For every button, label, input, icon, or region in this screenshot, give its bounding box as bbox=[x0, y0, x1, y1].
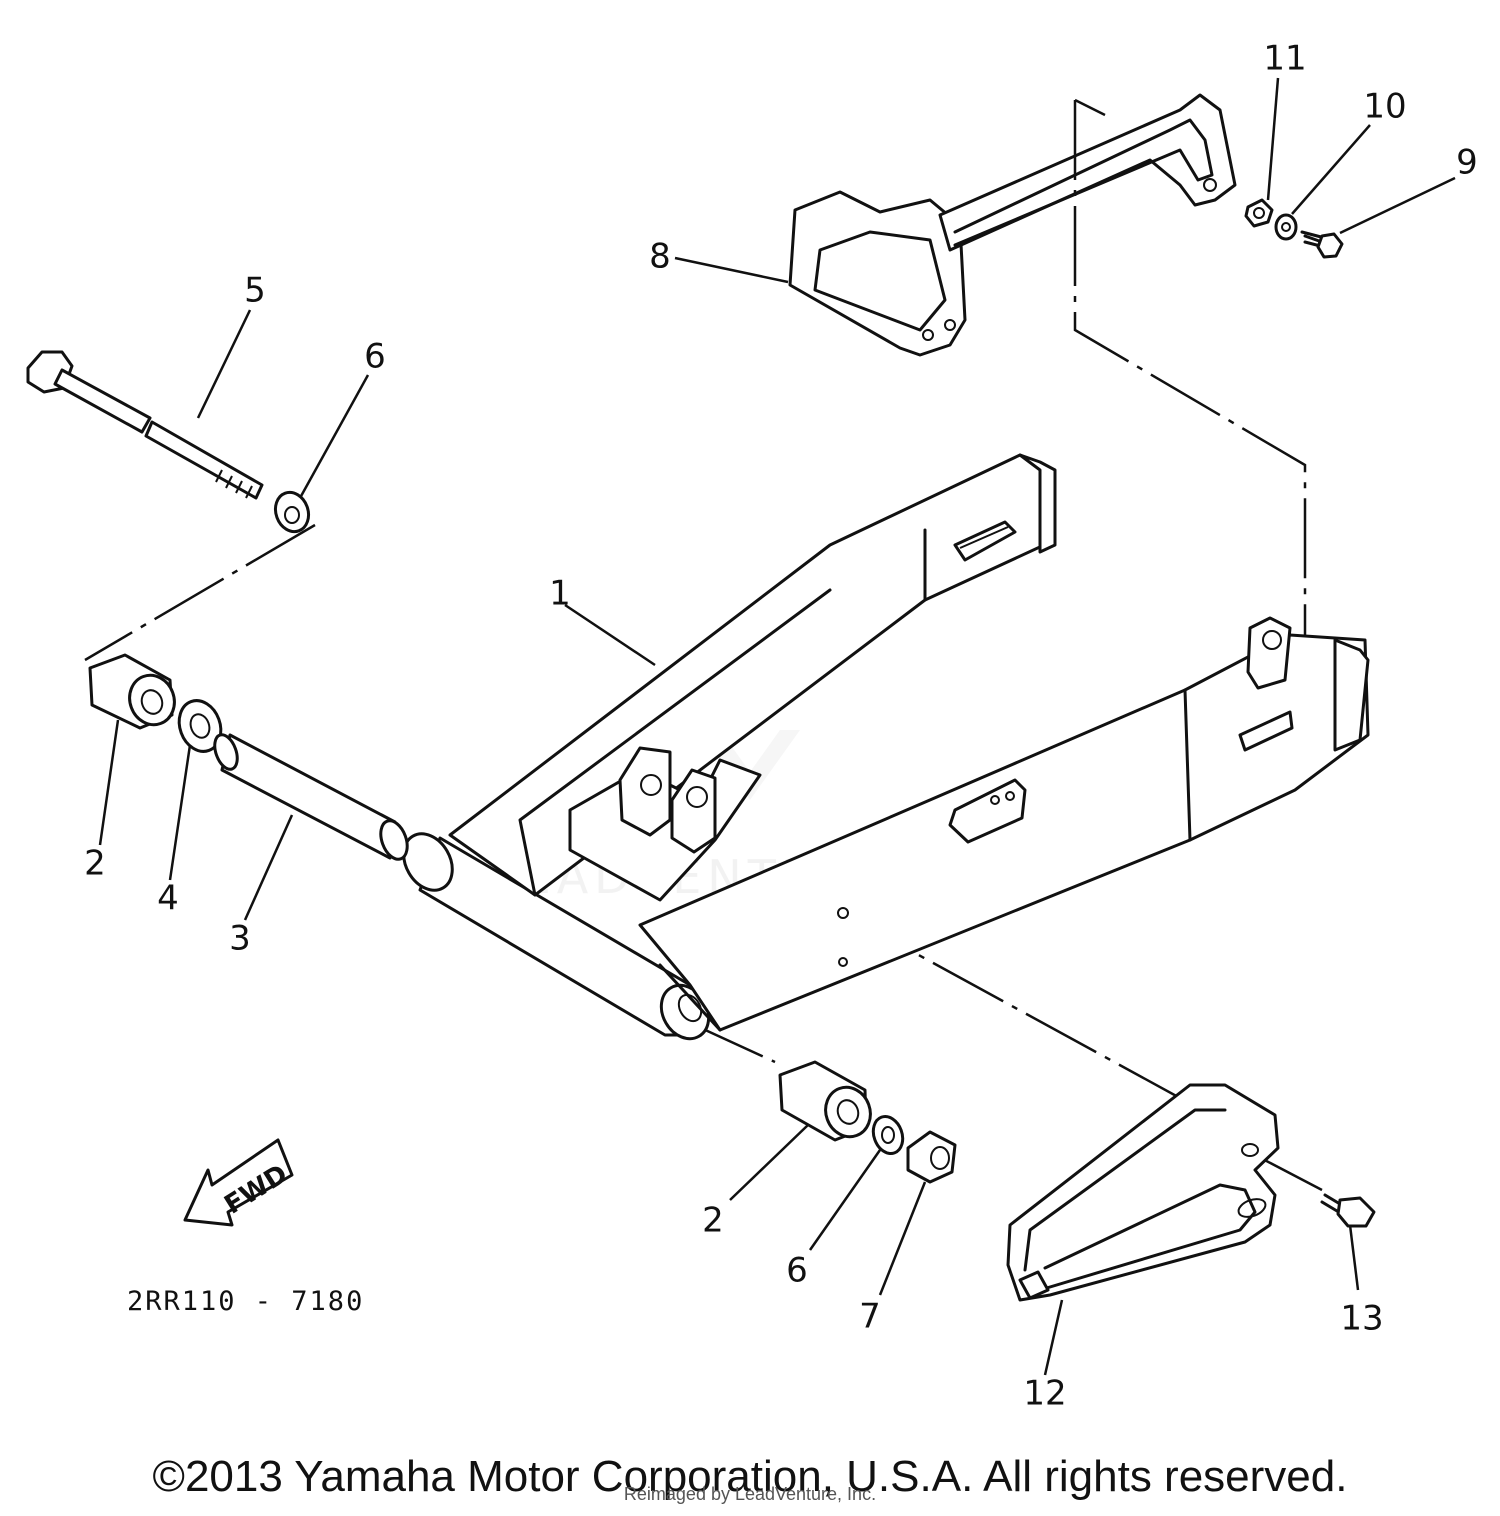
callout-4: 4 bbox=[157, 879, 179, 919]
callout-8: 8 bbox=[649, 237, 671, 277]
callout-1: 1 bbox=[549, 574, 571, 614]
part-13-screw bbox=[1320, 1193, 1376, 1228]
part-12-chain-guide bbox=[1006, 1083, 1280, 1302]
part-1-swingarm bbox=[402, 453, 1370, 1041]
callout-6-lower: 6 bbox=[786, 1251, 808, 1291]
callout-numbers: 1 2 3 4 5 6 7 8 9 10 11 12 13 2 6 bbox=[84, 39, 1478, 1414]
callout-9: 9 bbox=[1456, 143, 1478, 183]
callout-2-right: 2 bbox=[702, 1201, 724, 1241]
drawing-code: 2RR110 - 7180 bbox=[127, 1286, 364, 1317]
part-4-washer bbox=[177, 699, 223, 753]
part-5-pivot-shaft bbox=[26, 350, 264, 500]
callout-11: 11 bbox=[1263, 39, 1306, 79]
part-6-washer-upper bbox=[273, 490, 311, 534]
leader-lines bbox=[98, 77, 1456, 1376]
part-2-bushing-left bbox=[88, 653, 176, 730]
callout-6-upper: 6 bbox=[364, 337, 386, 377]
parts-9-10-11-fasteners bbox=[1244, 198, 1344, 259]
callout-10: 10 bbox=[1363, 87, 1406, 127]
callout-12: 12 bbox=[1023, 1374, 1066, 1414]
fwd-arrow-icon: FWD bbox=[183, 1138, 294, 1227]
callout-7: 7 bbox=[859, 1297, 881, 1337]
part-7-nut bbox=[906, 1130, 957, 1184]
reimaged-credit: Reimaged by LeadVenture, Inc. bbox=[623, 1484, 877, 1504]
copyright-notice: ©2013 Yamaha Motor Corporation, U.S.A. A… bbox=[152, 1452, 1348, 1501]
callout-5: 5 bbox=[244, 271, 266, 311]
callout-3: 3 bbox=[229, 919, 251, 959]
part-8-chain-guard-upper bbox=[788, 93, 1237, 357]
part-3-pivot-collar bbox=[213, 733, 409, 861]
callout-2-left: 2 bbox=[84, 844, 106, 884]
callout-13: 13 bbox=[1340, 1299, 1383, 1339]
part-6-washer-lower bbox=[871, 1115, 905, 1155]
part-2-bushing-right bbox=[778, 1060, 872, 1142]
